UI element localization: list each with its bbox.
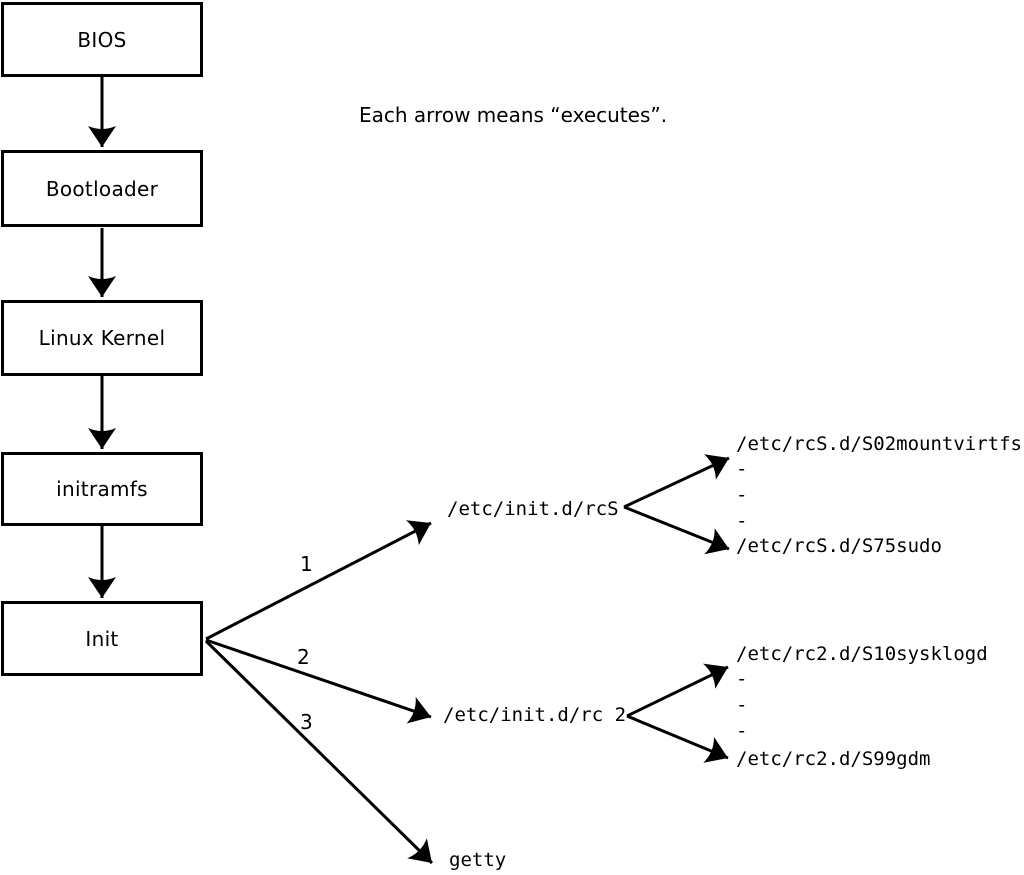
script-label-s02mountvirtfs: /etc/rcS.d/S02mountvirtfs — [736, 433, 1022, 455]
arrow-rc2-to-s99gdm — [626, 714, 729, 763]
node-box-init: Init — [1, 601, 203, 676]
arrow-rc2-to-s10sysklogd — [626, 663, 729, 718]
arrow-init-to-rcs — [205, 520, 432, 641]
branch-order-label-2: 2 — [297, 645, 310, 669]
rc2-ellipsis-dash-1: - — [736, 668, 748, 690]
target-label-getty: getty — [449, 849, 507, 871]
node-label-bios: BIOS — [77, 27, 127, 52]
arrow-init-to-getty — [204, 639, 434, 865]
node-label-bootloader: Bootloader — [45, 176, 159, 201]
script-label-s10sysklogd: /etc/rc2.d/S10sysklogd — [736, 643, 988, 665]
node-label-init: Init — [85, 626, 119, 651]
target-label-rc2: /etc/init.d/rc 2 — [443, 704, 627, 726]
script-label-s75sudo: /etc/rcS.d/S75sudo — [736, 535, 942, 557]
node-label-linux-kernel: Linux Kernel — [38, 326, 166, 350]
legend-note: Each arrow means “executes”. — [359, 103, 668, 127]
target-label-rcs: /etc/init.d/rcS — [447, 498, 619, 520]
rcs-ellipsis-dash-3: - — [736, 510, 748, 532]
node-box-initramfs: initramfs — [1, 452, 203, 526]
node-box-bios: BIOS — [1, 2, 203, 77]
rc2-ellipsis-dash-3: - — [736, 720, 748, 742]
rcs-ellipsis-dash-1: - — [736, 458, 748, 480]
node-box-bootloader: Bootloader — [1, 150, 203, 227]
branch-order-label-1: 1 — [300, 552, 313, 576]
rc2-ellipsis-dash-2: - — [736, 694, 748, 716]
branch-order-label-3: 3 — [300, 710, 313, 734]
arrow-rcs-to-s75sudo — [623, 505, 730, 555]
arrow-rcs-to-s02mountvirtfs — [623, 454, 730, 509]
arrow-init-to-rc2 — [205, 638, 432, 724]
node-box-linux-kernel: Linux Kernel — [1, 300, 203, 376]
rcs-ellipsis-dash-2: - — [736, 484, 748, 506]
node-label-initramfs: initramfs — [56, 477, 148, 501]
script-label-s99gdm: /etc/rc2.d/S99gdm — [736, 748, 931, 770]
